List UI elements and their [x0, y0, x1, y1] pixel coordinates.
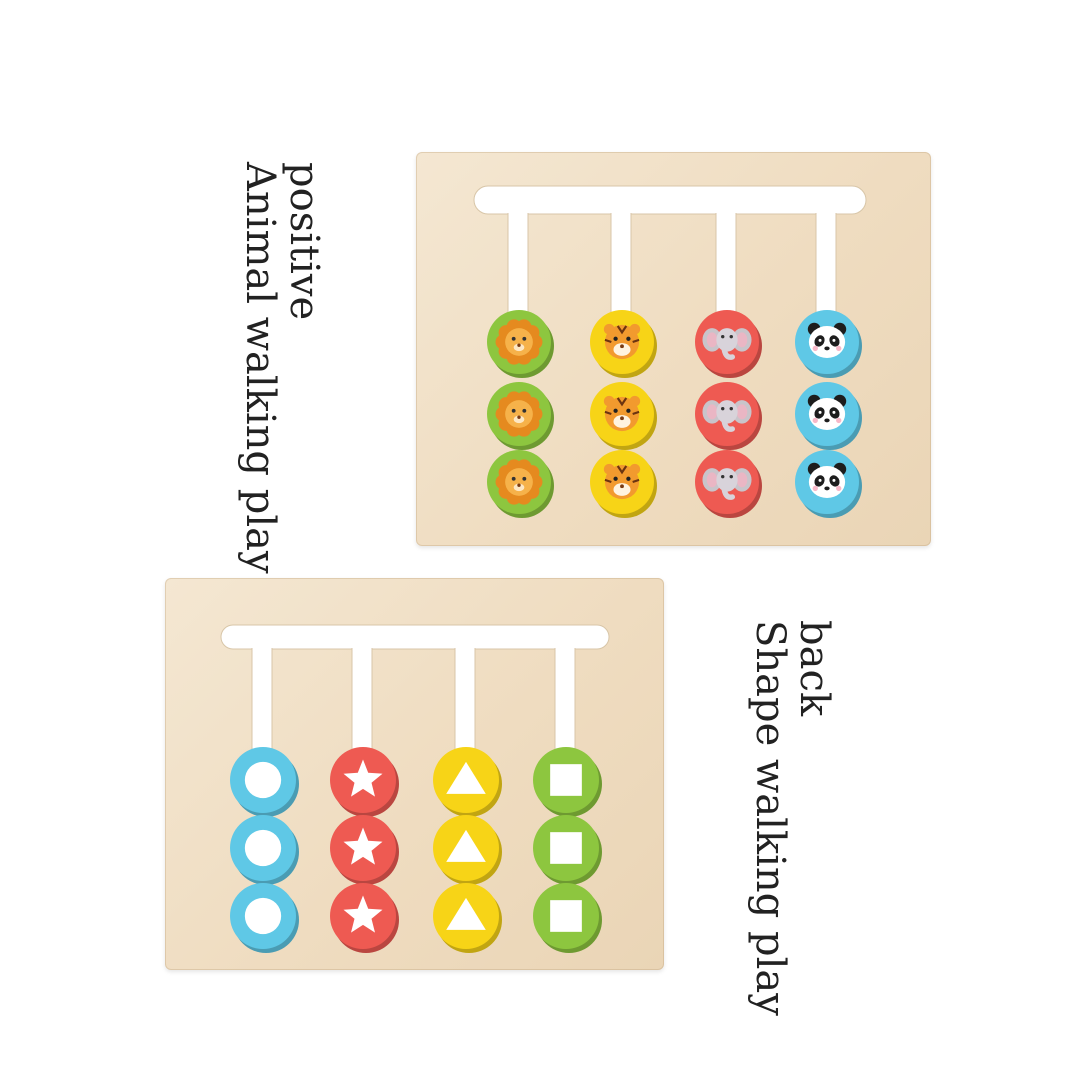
star-shape-icon — [343, 827, 383, 865]
shape-piece-circle — [230, 883, 299, 953]
tiger-icon — [604, 464, 640, 500]
square-shape-icon — [550, 764, 582, 796]
lion-icon — [505, 468, 533, 496]
panda-icon — [808, 466, 846, 498]
front-side-label: positive Animal walking play — [237, 162, 327, 574]
animal-board-drawing — [473, 185, 867, 518]
animal-piece-elephant — [695, 310, 762, 378]
panda-icon — [808, 398, 846, 430]
track-column-slot — [507, 211, 529, 318]
animal-piece-elephant — [695, 450, 762, 518]
tiger-icon — [604, 396, 640, 432]
shape-piece-circle — [230, 747, 299, 817]
panda-icon — [808, 326, 846, 358]
track-column-slot — [251, 646, 273, 754]
circle-shape-icon — [244, 897, 282, 935]
triangle-shape-icon — [446, 829, 486, 862]
front-label-line2: Animal walking play — [237, 162, 283, 574]
track-column-slot — [815, 211, 837, 318]
circle-shape-icon — [244, 829, 282, 867]
animal-piece-tiger — [590, 310, 657, 378]
animal-piece-lion — [487, 310, 554, 378]
track-column-slot — [454, 646, 476, 754]
lion-icon — [505, 400, 533, 428]
shape-piece-square — [533, 815, 602, 885]
circle-shape-icon — [244, 761, 282, 799]
shape-piece-triangle — [433, 883, 502, 953]
track-column-slot — [351, 646, 373, 754]
back-side-label: back Shape walking play — [747, 620, 837, 1016]
animal-board — [416, 152, 931, 546]
elephant-icon — [716, 328, 738, 352]
animal-piece-lion — [487, 382, 554, 450]
animal-piece-tiger — [590, 382, 657, 450]
star-shape-icon — [343, 895, 383, 933]
elephant-icon — [716, 400, 738, 424]
lion-icon — [505, 328, 533, 356]
back-label-line1: back — [791, 620, 837, 717]
tiger-icon — [604, 324, 640, 360]
animal-piece-panda — [795, 310, 862, 378]
shape-board — [165, 578, 664, 970]
shape-piece-circle — [230, 815, 299, 885]
star-shape-icon — [343, 759, 383, 797]
shape-piece-star — [330, 883, 399, 953]
shape-piece-square — [533, 747, 602, 817]
animal-piece-tiger — [590, 450, 657, 518]
animal-piece-panda — [795, 450, 862, 518]
square-shape-icon — [550, 832, 582, 864]
shape-piece-triangle — [433, 747, 502, 817]
animal-piece-panda — [795, 382, 862, 450]
animal-piece-elephant — [695, 382, 762, 450]
elephant-icon — [716, 468, 738, 492]
track-column-slot — [610, 211, 632, 318]
back-label-line2: Shape walking play — [747, 620, 793, 1016]
animal-piece-lion — [487, 450, 554, 518]
shape-board-drawing — [220, 624, 610, 953]
triangle-shape-icon — [446, 761, 486, 794]
track-column-slot — [715, 211, 737, 318]
shape-piece-square — [533, 883, 602, 953]
shape-piece-triangle — [433, 815, 502, 885]
square-shape-icon — [550, 900, 582, 932]
shape-piece-star — [330, 747, 399, 817]
triangle-shape-icon — [446, 897, 486, 930]
shape-piece-star — [330, 815, 399, 885]
track-column-slot — [554, 646, 576, 754]
front-label-line1: positive — [281, 162, 327, 321]
